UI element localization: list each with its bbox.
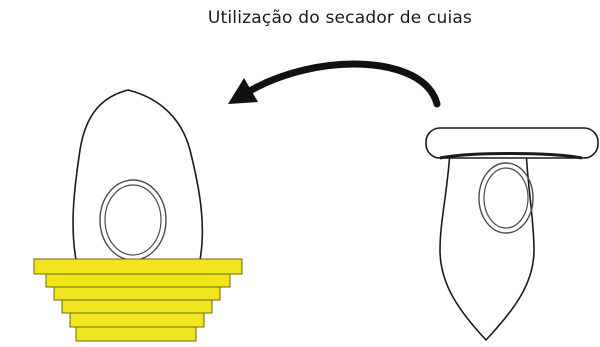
cup-upright [425,127,599,342]
dryer-layer-6 [75,326,197,342]
arrow-curve [244,60,441,108]
diagram-title: Utilização do secador de cuias [207,8,473,28]
dryer-layer-5 [69,312,205,328]
cup-rim-lip [439,152,583,160]
dryer-layer-1 [33,258,243,275]
cup-on-dryer [72,89,204,261]
cup-rim [425,127,599,159]
cup-opening-right-outer [478,162,534,234]
cup-dryer [33,258,243,342]
cup-opening-right-inner [483,167,529,229]
dryer-layer-3 [53,286,221,301]
cup-body-left [72,89,204,261]
cup-body-right [439,149,535,342]
arrow-head [228,78,258,104]
dryer-layer-4 [61,299,213,314]
cup-opening-left-inner [104,184,162,256]
rotation-arrow [228,60,441,108]
dryer-layer-2 [45,273,231,288]
